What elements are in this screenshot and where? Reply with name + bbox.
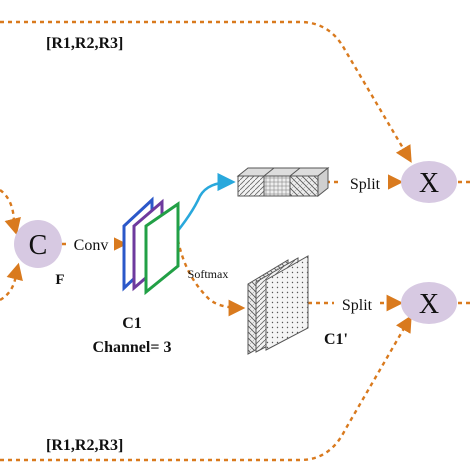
f-label: F [55,272,64,288]
c-node-label: C [29,230,48,261]
x-node-bottom: X [401,282,457,324]
block-cell-3 [289,175,319,197]
split-bottom-bg [334,293,380,313]
x-node-top: X [401,161,457,203]
c1-feature-maps [122,196,180,296]
bottom-route-label: [R1,R2,R3] [46,437,123,454]
input-line-upper [0,189,21,236]
channel-label: Channel= 3 [93,339,172,356]
block-cell-1 [237,175,265,197]
softmax-arrow [176,239,246,317]
x-node-bottom-label: X [419,289,439,320]
sheet-front [265,255,309,351]
input-line-lower [0,262,23,302]
softmax-label: Softmax [188,267,229,281]
conv-label: Conv [74,237,109,254]
top-route-label: [R1,R2,R3] [46,35,123,52]
split-bottom-label: Split [342,297,373,314]
c-node: C [14,220,62,268]
conv-label-bg [68,234,114,254]
block-cell-2 [263,175,291,197]
split-top-label: Split [350,176,381,193]
c1-prime-label: C1' [324,331,348,348]
top-route-line [0,20,412,163]
block-top-face [236,167,330,177]
split-top-bg [342,172,388,192]
bottom-sheet-stack [247,255,309,355]
c1-label: C1 [122,315,142,332]
top-block-stack [236,166,330,198]
c1-map-green [144,201,180,296]
x-node-top-label: X [419,168,439,199]
cyan-arrow [171,172,236,239]
